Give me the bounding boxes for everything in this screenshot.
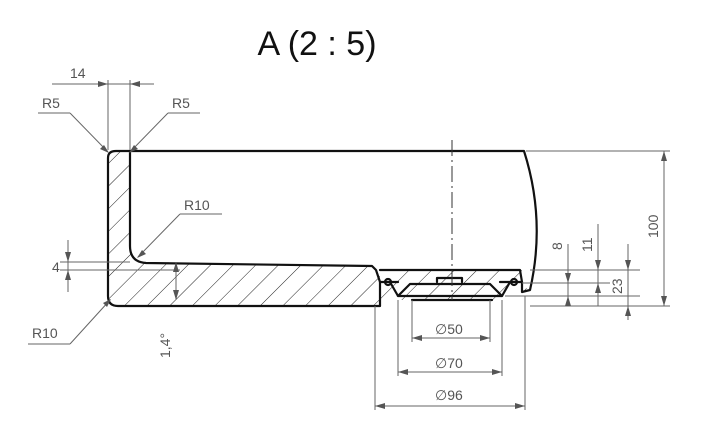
arrow-100-bottom — [661, 296, 667, 306]
arrow-11-top — [595, 260, 601, 270]
dim-label-23: 23 — [609, 278, 625, 294]
inner-wall-outline — [128, 149, 382, 284]
arrow-8-bottom — [565, 296, 571, 306]
arrow-100-top — [661, 151, 667, 161]
arrow-23-top — [625, 260, 631, 270]
dim-label-angle: 1,4° — [157, 333, 173, 358]
arrow-4-bottom — [65, 270, 71, 280]
dim-label-14: 14 — [70, 65, 86, 81]
arrow-14-right — [130, 81, 140, 87]
arrow-dia70-left — [398, 369, 408, 375]
dim-label-r10-outer: R10 — [32, 325, 58, 341]
dim-label-100: 100 — [645, 214, 661, 238]
arrow-23-bottom — [625, 306, 631, 316]
arrow-dia70-right — [492, 369, 502, 375]
arrow-4-top — [65, 252, 71, 262]
small-fillet-right — [509, 277, 519, 287]
arrow-dia96-right — [515, 403, 525, 409]
arrow-r10-outer — [103, 299, 111, 307]
leader-r10-inner — [137, 213, 181, 258]
arrow-11-bottom — [595, 283, 601, 293]
arrow-r5-left — [100, 145, 109, 153]
dim-label-11: 11 — [579, 237, 595, 252]
dim-label-r5-left: R5 — [42, 95, 60, 111]
dim-label-r5-right: R5 — [172, 95, 190, 111]
arrow-angle-top — [173, 262, 179, 272]
dim-label-8: 8 — [549, 242, 565, 250]
arrow-dia96-left — [375, 403, 385, 409]
arrow-angle-bottom — [173, 290, 179, 300]
arrow-r10-inner — [137, 250, 146, 258]
dim-label-dia96: ∅96 — [435, 387, 463, 403]
bottom-recess-outline — [378, 268, 524, 298]
dim-label-dia50: ∅50 — [435, 321, 463, 337]
dim-label-dia70: ∅70 — [435, 355, 463, 371]
arrow-14-left — [98, 81, 108, 87]
leader-r5-right — [129, 112, 169, 153]
part-outline — [106, 149, 538, 308]
arrow-8-top — [565, 273, 571, 283]
arrow-dia50-left — [412, 335, 422, 341]
dim-label-4: 4 — [52, 259, 60, 275]
dim-label-r10-inner: R10 — [184, 197, 210, 213]
view-title: A (2 : 5) — [257, 25, 376, 63]
leader-r5-left — [69, 112, 109, 153]
section-hatch-wall — [108, 151, 530, 306]
leader-r10-outer — [69, 299, 111, 345]
arrow-r5-right — [129, 145, 138, 153]
arrow-dia50-right — [480, 335, 490, 341]
small-fillet-left — [383, 277, 393, 287]
